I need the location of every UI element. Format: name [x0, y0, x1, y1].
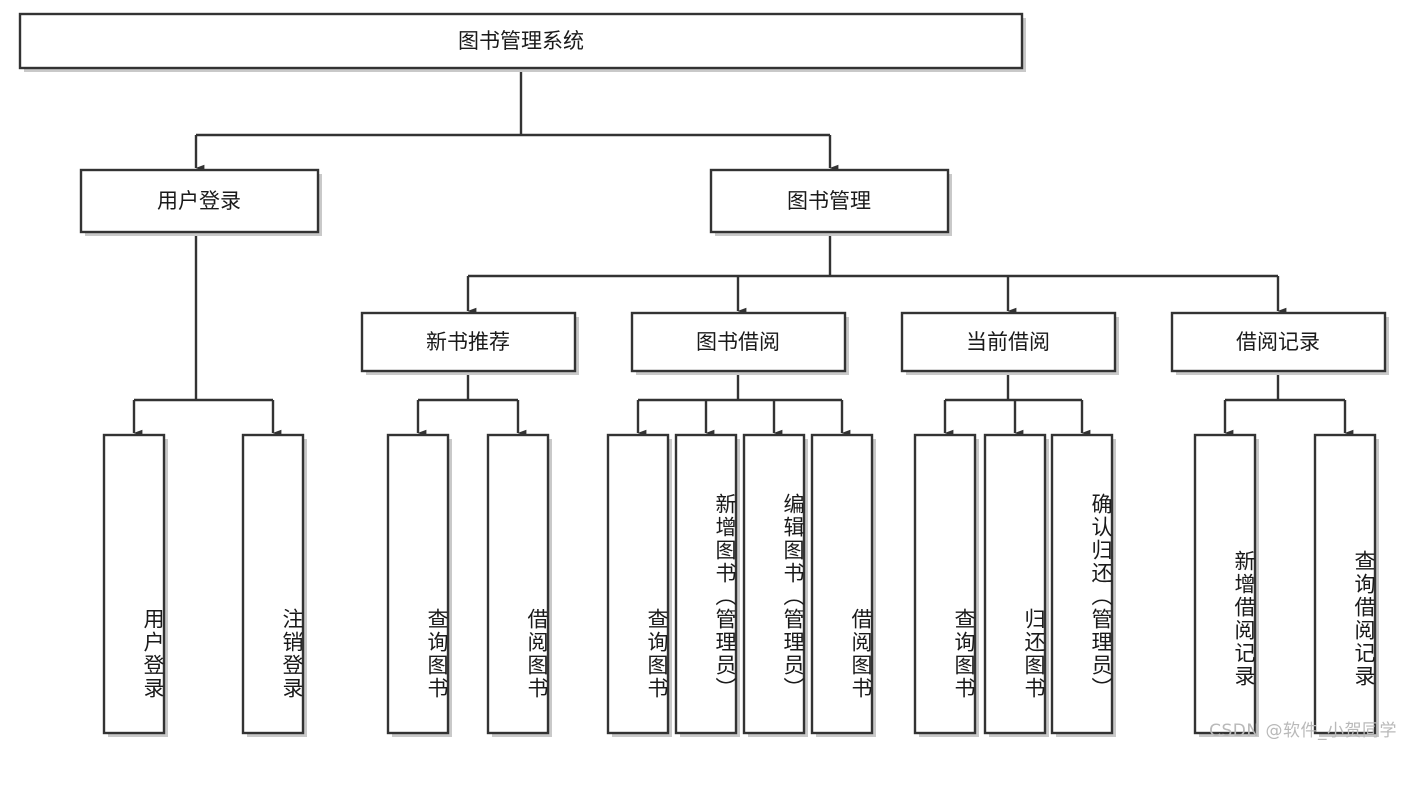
connectors	[132, 68, 1354, 437]
leaf-node-borrow-record-2[interactable]	[1313, 433, 1379, 737]
node-root[interactable]: 图书管理系统	[18, 12, 1026, 72]
leaf-rect	[606, 433, 670, 735]
borrow-record-label: 借阅记录	[1236, 330, 1320, 354]
node-user-login[interactable]: 用户登录	[79, 168, 322, 236]
root-rect	[18, 12, 1024, 70]
current-borrow-label: 当前借阅	[966, 330, 1050, 354]
node-current-borrow[interactable]: 当前借阅	[900, 311, 1119, 375]
leaf-node-book-borrow-2[interactable]	[674, 433, 740, 737]
leaf-rect	[1193, 433, 1257, 735]
leaf-node-user-login-2[interactable]	[241, 433, 307, 737]
node-new-book-recommend[interactable]: 新书推荐	[360, 311, 579, 375]
leaf-node-new-book-2[interactable]	[486, 433, 552, 737]
leaf-node-book-borrow-1[interactable]	[606, 433, 672, 737]
leaf-rect	[1050, 433, 1114, 735]
root-label: 图书管理系统	[458, 29, 584, 53]
node-book-borrow[interactable]: 图书借阅	[630, 311, 849, 375]
leaf-rect	[674, 433, 738, 735]
node-borrow-record[interactable]: 借阅记录	[1170, 311, 1389, 375]
book-manage-rect	[709, 168, 950, 234]
new-book-label: 新书推荐	[426, 330, 510, 354]
diagram-svg: 图书管理系统 用户登录 图书管理 新书推荐 图书借阅 当前借阅	[18, 12, 1389, 737]
leaf-node-book-borrow-4[interactable]	[810, 433, 876, 737]
new-book-rect	[360, 311, 577, 373]
diagram-canvas: 图书管理系统 用户登录 图书管理 新书推荐 图书借阅 当前借阅	[18, 12, 1397, 741]
node-book-manage[interactable]: 图书管理	[709, 168, 952, 236]
leaf-rect	[810, 433, 874, 735]
borrow-record-rect	[1170, 311, 1387, 373]
leaf-boxes	[102, 433, 1379, 737]
leaf-rect	[241, 433, 305, 735]
leaf-rect	[913, 433, 977, 735]
leaf-node-current-borrow-1[interactable]	[913, 433, 979, 737]
csdn-watermark: CSDN @软件_小贺同学	[1209, 721, 1397, 741]
leaf-node-current-borrow-2[interactable]	[983, 433, 1049, 737]
leaf-rect	[102, 433, 166, 735]
leaf-node-current-borrow-3[interactable]	[1050, 433, 1116, 737]
current-borrow-rect	[900, 311, 1117, 373]
leaf-rect	[1313, 433, 1377, 735]
book-borrow-label: 图书借阅	[696, 330, 780, 354]
leaf-node-user-login-1[interactable]	[102, 433, 168, 737]
leaf-rect	[742, 433, 806, 735]
leaf-rect	[983, 433, 1047, 735]
book-manage-label: 图书管理	[787, 189, 871, 213]
leaf-node-borrow-record-1[interactable]	[1193, 433, 1259, 737]
leaf-rect	[386, 433, 450, 735]
user-login-label: 用户登录	[157, 189, 241, 213]
user-login-rect	[79, 168, 320, 234]
book-borrow-rect	[630, 311, 847, 373]
leaf-node-new-book-1[interactable]	[386, 433, 452, 737]
leaf-rect	[486, 433, 550, 735]
leaf-node-book-borrow-3[interactable]	[742, 433, 808, 737]
